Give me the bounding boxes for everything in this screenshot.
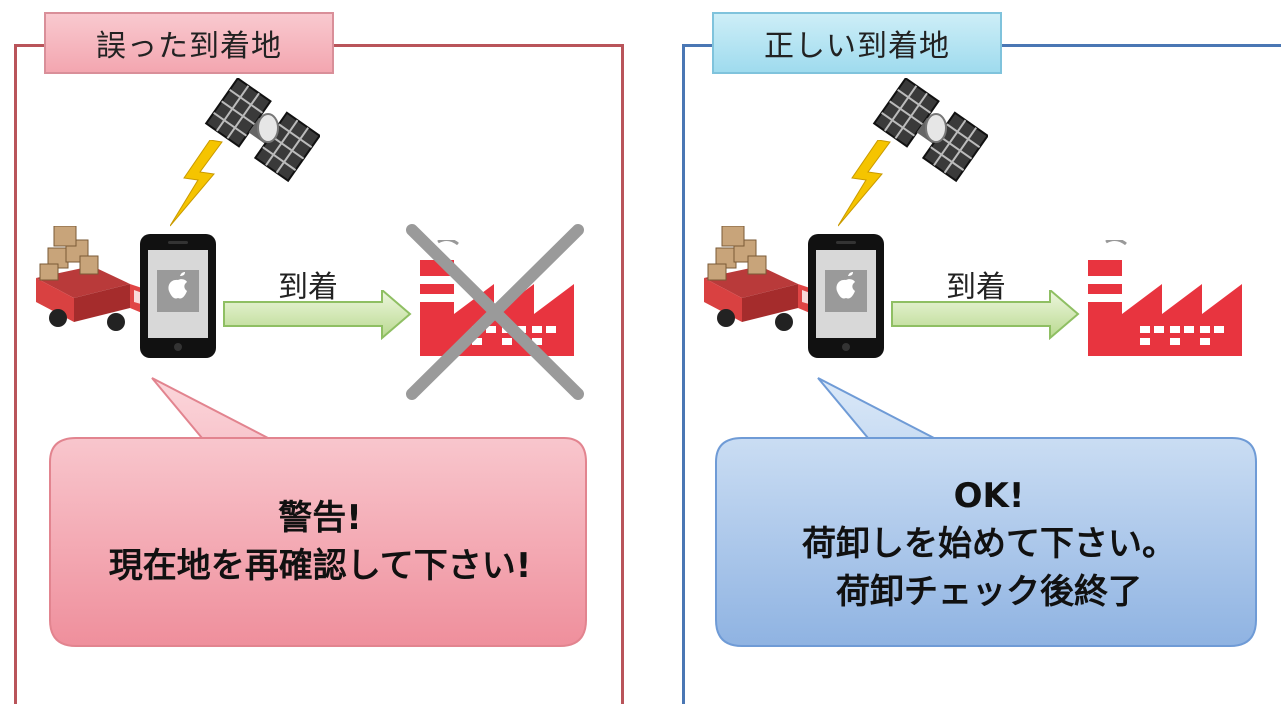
arrival-arrow-icon — [223, 290, 412, 340]
wrong-destination-title: 誤った到着地 — [44, 12, 334, 74]
warning-message: 警告! 現在地を再確認して下さい! — [50, 494, 590, 590]
ok-line-3: 荷卸チェック後終了 — [836, 572, 1142, 612]
arrival-label: 到着 — [946, 270, 1006, 305]
cross-mark-icon — [406, 224, 584, 400]
ok-message: OK! 荷卸しを始めて下さい。 荷卸チェック後終了 — [716, 472, 1262, 616]
factory-icon — [1088, 240, 1244, 358]
signal-bolt-icon — [838, 140, 891, 227]
arrival-arrow-icon — [891, 290, 1080, 340]
ok-line-1: OK! — [953, 476, 1025, 516]
warning-line-1: 警告! — [278, 498, 362, 538]
smartphone-icon — [808, 234, 884, 358]
smartphone-icon — [140, 234, 216, 358]
ok-line-2: 荷卸しを始めて下さい。 — [802, 524, 1176, 564]
arrival-label: 到着 — [278, 270, 338, 305]
warning-speech-bubble — [49, 377, 587, 647]
correct-destination-title: 正しい到着地 — [712, 12, 1002, 74]
ok-speech-bubble — [715, 377, 1257, 647]
signal-bolt-icon — [170, 140, 223, 227]
warning-line-2: 現在地を再確認して下さい! — [108, 546, 532, 586]
